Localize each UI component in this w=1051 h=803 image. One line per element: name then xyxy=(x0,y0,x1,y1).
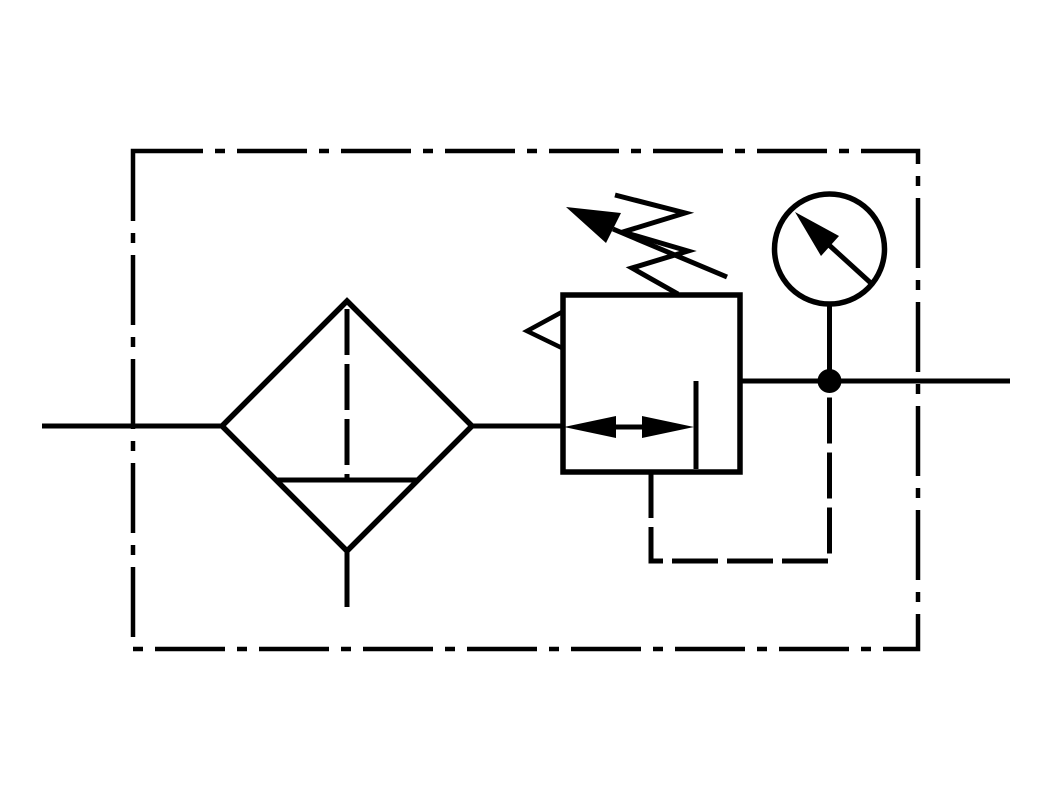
spring-adjustment-arrow-head xyxy=(566,207,621,243)
regulator-flow-arrow-left-head xyxy=(564,416,616,438)
regulator-adjustment-spring xyxy=(614,192,697,297)
gauge-needle-shaft xyxy=(827,243,875,287)
gauge-body xyxy=(771,191,888,307)
spring-adjustment-arrow-shaft xyxy=(612,226,728,280)
regulator-body xyxy=(560,292,743,475)
assembly-boundary xyxy=(130,148,921,652)
regulator-flow-arrow-right-head xyxy=(642,416,694,438)
pilot-feedback-line xyxy=(648,393,832,564)
outlet-junction-dot xyxy=(817,369,842,393)
regulator-relief-chevron xyxy=(522,310,564,351)
gauge-needle-head xyxy=(795,212,839,256)
